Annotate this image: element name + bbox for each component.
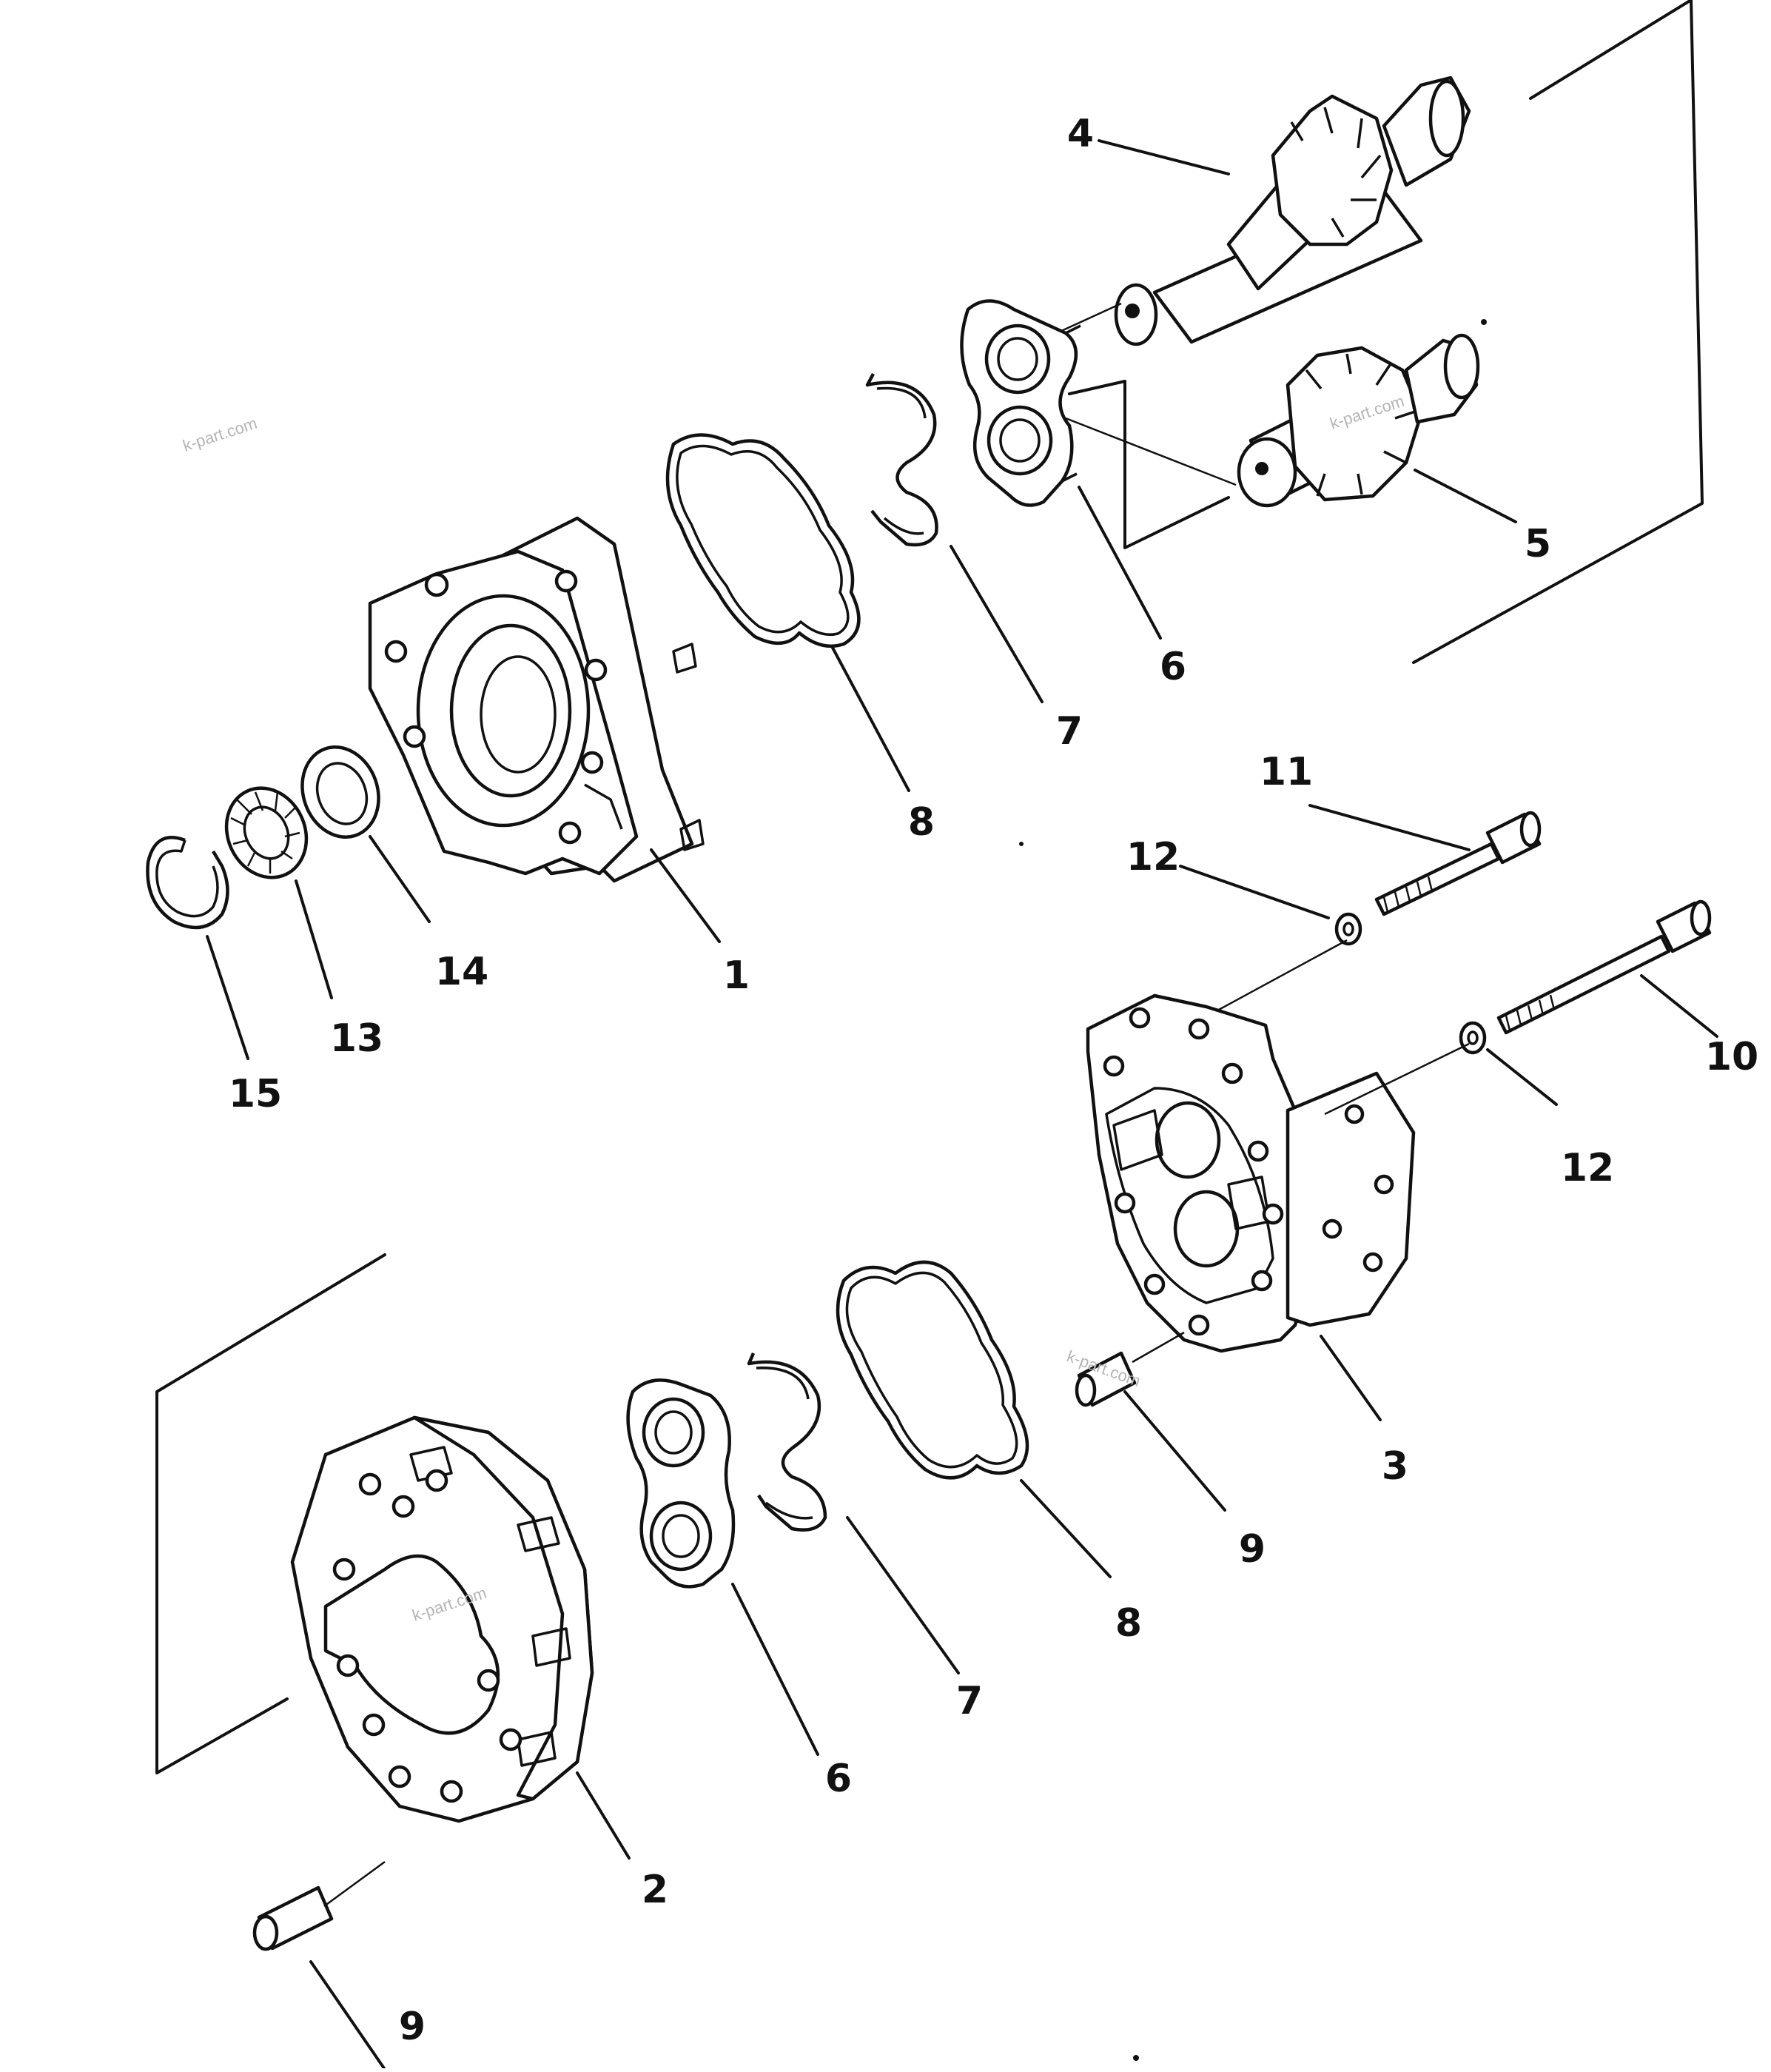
upper-group-frame: [1068, 0, 1704, 664]
callout-11: 11: [1260, 750, 1313, 794]
o-ring-part-lower: [836, 1260, 1029, 1480]
bolt-part-10: [1496, 899, 1712, 1035]
gear-housing-part: [290, 1415, 594, 1823]
callout-6-lower: 6: [825, 1757, 852, 1801]
snap-ring-part: [146, 836, 229, 930]
front-cover-part: [368, 516, 705, 883]
callout-2: 2: [642, 1868, 668, 1912]
callout-13: 13: [330, 1016, 383, 1061]
seal-ring-part-lower: [747, 1352, 827, 1532]
leader-lines: [206, 139, 1718, 2072]
o-ring-part-upper: [665, 433, 861, 648]
callout-10: 10: [1705, 1035, 1758, 1079]
callout-labels: 4 5 6 7 8 1 14 13 15 11 12 10 12 3 9 8 7…: [229, 112, 1758, 2049]
bushing-plate-part-lower: [626, 1378, 736, 1589]
callout-7-upper: 7: [1056, 709, 1083, 754]
bolt-part-11: [1374, 811, 1542, 916]
callout-8-lower: 8: [1115, 1601, 1142, 1646]
driven-gear-part: [1237, 333, 1480, 508]
callout-7-lower: 7: [956, 1679, 983, 1723]
callout-9-upper: 9: [1239, 1527, 1266, 1572]
washer-part-12-lower: [1459, 1021, 1487, 1055]
scan-specks: [1019, 319, 1487, 2061]
callout-14: 14: [435, 950, 488, 994]
callout-1: 1: [723, 953, 750, 998]
callout-12-lower: 12: [1561, 1146, 1614, 1190]
callout-3: 3: [1382, 1444, 1408, 1489]
callout-8-upper: 8: [908, 800, 935, 845]
rear-cover-part: [1086, 993, 1416, 1353]
lower-group-frame: [155, 1253, 386, 1774]
callout-5: 5: [1525, 522, 1551, 566]
callout-15: 15: [229, 1072, 282, 1116]
bearing-part: [224, 786, 309, 879]
callout-4: 4: [1067, 112, 1094, 156]
callout-6-upper: 6: [1160, 645, 1186, 689]
dowel-pin-part-upper: [1075, 1351, 1137, 1407]
callout-9-lower: 9: [399, 2005, 426, 2049]
watermark-1: k-part.com: [181, 414, 260, 455]
connector-lines: [323, 302, 1470, 1908]
callout-12-upper: 12: [1126, 835, 1180, 879]
seal-ring-part-upper: [865, 372, 938, 547]
washer-part: [300, 745, 380, 839]
drive-gear-shaft-part: [1114, 76, 1471, 346]
washer-part-12-upper: [1334, 912, 1362, 946]
dowel-pin-part-lower: [252, 1885, 334, 1951]
bushing-plate-part-upper: [960, 299, 1081, 507]
